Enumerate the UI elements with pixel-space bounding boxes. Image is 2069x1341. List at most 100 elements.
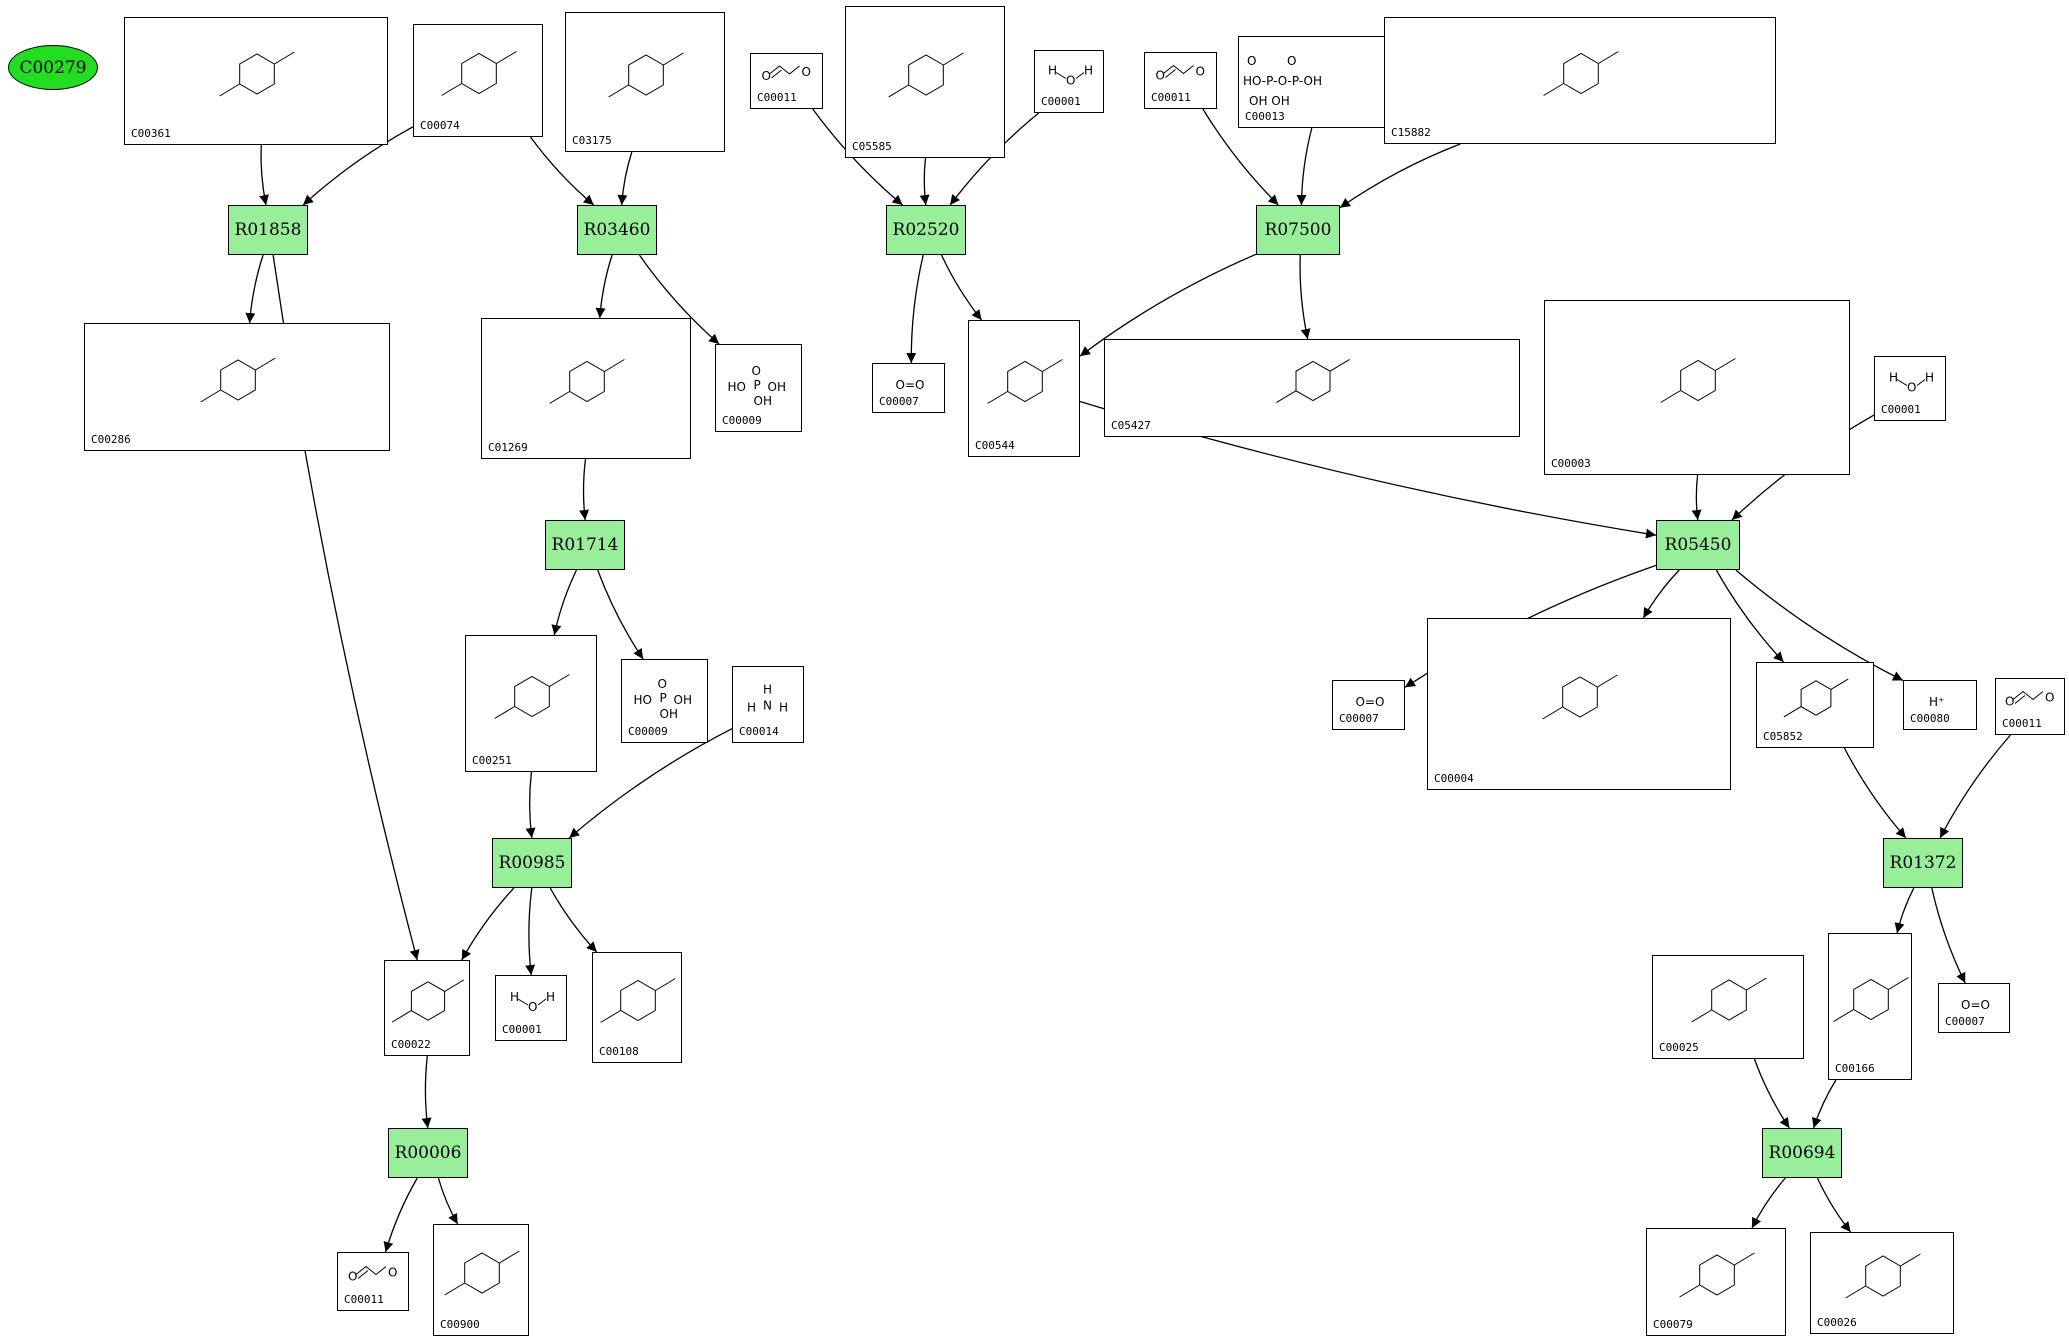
compound-node[interactable]: C00544: [968, 320, 1080, 457]
compound-node[interactable]: C00108: [592, 952, 682, 1063]
compound-node[interactable]: H⁺ C00080: [1903, 680, 1977, 730]
reaction-label: R01372: [1889, 853, 1957, 873]
svg-text:O: O: [802, 65, 811, 79]
svg-text:O: O: [1196, 65, 1205, 79]
reaction-edge: [579, 458, 590, 521]
structure-drawing: [1679, 1252, 1755, 1298]
reaction-label: R02520: [892, 220, 960, 240]
svg-text:O=O: O=O: [1961, 998, 1990, 1012]
reaction-node[interactable]: R01714: [545, 520, 625, 570]
reaction-node[interactable]: R00006: [388, 1128, 468, 1178]
compound-id: C00108: [599, 1045, 639, 1058]
reaction-node[interactable]: R05450: [1656, 520, 1740, 570]
structure-drawing: [608, 52, 684, 98]
svg-text:O=O: O=O: [896, 378, 925, 392]
compound-node[interactable]: C00361: [124, 17, 388, 145]
compound-id: C00900: [440, 1318, 480, 1331]
compound-id: C00166: [1835, 1062, 1875, 1075]
reaction-edge: [437, 1177, 459, 1225]
structure-drawing: H⁺: [1929, 695, 1944, 709]
compound-node[interactable]: C00074: [413, 24, 543, 137]
reaction-node[interactable]: R02520: [886, 205, 966, 255]
compound-node[interactable]: C00004: [1427, 618, 1731, 790]
structure-drawing: [888, 52, 964, 98]
reaction-node[interactable]: R07500: [1256, 205, 1340, 255]
reaction-edge: [383, 1177, 418, 1253]
compound-id: C00007: [1945, 1015, 1985, 1028]
compound-node[interactable]: C00251: [465, 635, 597, 772]
reaction-edge: [525, 771, 536, 839]
reaction-edge: [1079, 253, 1257, 357]
svg-text:H: H: [1925, 371, 1934, 385]
structure-drawing: HOH: [1889, 371, 1934, 395]
reaction-label: R00006: [394, 1143, 462, 1163]
compound-id: C00014: [739, 725, 779, 738]
compound-id: C00013: [1245, 110, 1285, 123]
svg-text:O: O: [752, 364, 761, 378]
structure-drawing: [1542, 674, 1618, 720]
compound-node[interactable]: C05852: [1756, 662, 1874, 748]
root-compound[interactable]: C00279: [8, 45, 98, 90]
svg-text:OH OH: OH OH: [1249, 94, 1290, 108]
structure-drawing: O=O: [1356, 695, 1385, 709]
reaction-edge: [1735, 569, 1904, 682]
compound-id: C00079: [1653, 1318, 1693, 1331]
structure-drawing: [200, 357, 276, 403]
reaction-edge: [1751, 1177, 1786, 1229]
reaction-node[interactable]: R03460: [577, 205, 657, 255]
compound-node[interactable]: C00003: [1544, 300, 1850, 475]
reaction-edge: [529, 136, 595, 206]
compound-node[interactable]: C00900: [433, 1224, 529, 1336]
compound-node[interactable]: C00166: [1828, 933, 1912, 1080]
reaction-node[interactable]: R00694: [1762, 1128, 1842, 1178]
structure-drawing: [1276, 359, 1350, 403]
reaction-edge: [1202, 108, 1279, 206]
svg-text:O: O: [2005, 695, 2014, 709]
svg-text:O: O: [1287, 54, 1296, 68]
compound-node[interactable]: C00286: [84, 323, 390, 451]
reaction-edge: [1931, 887, 1966, 984]
structure-drawing: [549, 359, 625, 404]
compound-id: C15882: [1391, 126, 1431, 139]
reaction-label: R05450: [1664, 535, 1732, 555]
svg-text:HO: HO: [634, 693, 652, 707]
reaction-edge: [421, 1055, 432, 1129]
compound-node[interactable]: C00022: [384, 960, 470, 1056]
compound-id: C00009: [628, 725, 668, 738]
compound-id: C03175: [572, 134, 612, 147]
compound-id: C00080: [1910, 712, 1950, 725]
structure-drawing: [1691, 977, 1767, 1023]
compound-node[interactable]: C03175: [565, 12, 725, 152]
reaction-node[interactable]: R00985: [492, 838, 572, 888]
reaction-edge: [617, 151, 633, 206]
compound-node[interactable]: C00025: [1652, 955, 1804, 1059]
compound-node[interactable]: C00026: [1810, 1232, 1954, 1334]
compound-node[interactable]: C00079: [1646, 1228, 1786, 1336]
reaction-edge: [1339, 143, 1461, 209]
compound-node[interactable]: C01269: [481, 318, 691, 459]
svg-text:O=O: O=O: [1356, 695, 1385, 709]
compound-node[interactable]: C05585: [845, 6, 1005, 158]
reaction-edge: [1296, 127, 1313, 206]
compound-node[interactable]: C15882: [1384, 17, 1776, 144]
reaction-node[interactable]: R01858: [228, 205, 308, 255]
compound-node[interactable]: C05427: [1104, 339, 1520, 437]
compound-node[interactable]: O=O C00007: [1938, 983, 2010, 1033]
reaction-node[interactable]: R01372: [1883, 838, 1963, 888]
